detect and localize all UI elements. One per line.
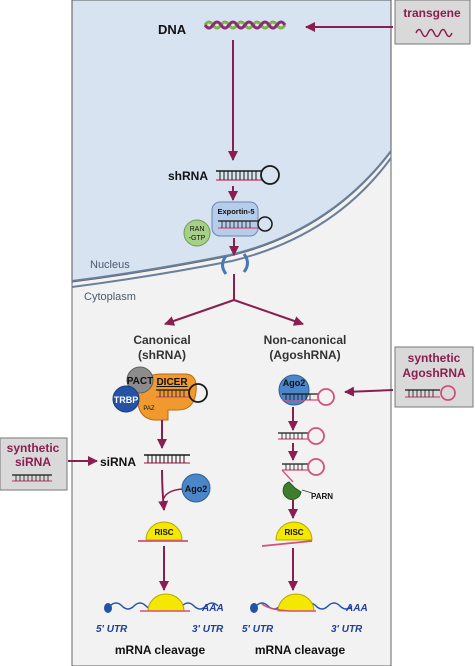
trbp-label: TRBP xyxy=(114,395,139,405)
risc-right: RISC xyxy=(261,521,313,547)
noncanonical-title-line2: (AgoshRNA) xyxy=(269,348,340,362)
arrow-to-canonical xyxy=(164,299,235,326)
ago2-right-protein xyxy=(278,374,310,406)
ago2-agoshrna-complex: Ago2 xyxy=(278,374,335,406)
arrow-to-noncanonical xyxy=(233,299,304,326)
mrna-cleavage-left: 5' UTR 3' UTR AAA mRNA cleavage xyxy=(96,593,224,657)
dicer-complex: PACT DICER TRBP PAZ xyxy=(112,366,208,421)
mrna-cleavage-right: 5' UTR 3' UTR AAA mRNA cleavage xyxy=(242,593,368,657)
cytoplasm-label: Cytoplasm xyxy=(84,291,136,303)
risc-left: RISC xyxy=(138,521,188,542)
ago2-right-label: Ago2 xyxy=(283,378,306,388)
trbp-protein xyxy=(112,385,140,413)
synthetic-agoshrna-label-line1: synthetic xyxy=(408,351,461,365)
nuclear-envelope-inner xyxy=(71,157,392,288)
shrna-hairpin-icon xyxy=(216,165,280,185)
nucleus-label: Nucleus xyxy=(90,259,130,271)
dna-label: DNA xyxy=(158,22,187,37)
ago2-join-curve xyxy=(162,488,184,501)
ran-label-line2: -GTP xyxy=(189,235,206,242)
ran-label-line1: RAN xyxy=(190,226,205,233)
synthetic-agoshrna-box: synthetic AgoshRNA xyxy=(394,346,474,408)
utr5-left-label: 5' UTR xyxy=(96,624,128,635)
synthetic-sirna-box: synthetic siRNA xyxy=(0,437,68,491)
aaa-left-label: AAA xyxy=(201,603,224,614)
transgene-label: transgene xyxy=(403,6,461,20)
canonical-title-line2: (shRNA) xyxy=(138,348,186,362)
arrow-synthetic-agoshrna xyxy=(344,386,394,397)
shrna-label: shRNA xyxy=(168,169,208,183)
exportin-complex: Exportin-5 RAN -GTP xyxy=(183,201,273,247)
exportin-label: Exportin-5 xyxy=(217,207,254,216)
agoshrna-intermediate-2 xyxy=(281,458,325,483)
canonical-title-line1: Canonical xyxy=(133,333,190,347)
synthetic-agoshrna-label-line2: AgoshRNA xyxy=(402,366,466,380)
synthetic-sirna-label-line1: synthetic xyxy=(7,441,60,455)
ago2-left-label: Ago2 xyxy=(185,484,208,494)
utr5-right-label: 5' UTR xyxy=(242,624,274,635)
transgene-coil-icon xyxy=(415,28,453,38)
dicer-label: DICER xyxy=(156,377,188,388)
paz-label: PAZ xyxy=(143,406,155,412)
pact-label: PACT xyxy=(127,376,153,387)
risc-right-label: RISC xyxy=(284,528,303,537)
aaa-right-label: AAA xyxy=(345,603,368,614)
dna-helix-icon xyxy=(203,20,287,30)
transgene-box: transgene xyxy=(394,0,471,45)
ran-gtp-protein xyxy=(183,219,211,247)
mrna-cap-right xyxy=(250,603,258,613)
cleavage-right-label: mRNA cleavage xyxy=(255,643,346,657)
parn-enzyme: PARN xyxy=(282,481,333,501)
parn-label: PARN xyxy=(311,492,333,501)
synthetic-sirna-label-line2: siRNA xyxy=(15,455,51,469)
agoshrna-intermediate-1 xyxy=(278,427,325,445)
ago2-left-protein xyxy=(181,473,211,503)
arrow-sirna-to-risc xyxy=(158,469,169,511)
noncanonical-title-line1: Non-canonical xyxy=(264,333,347,347)
cleavage-left-label: mRNA cleavage xyxy=(115,643,206,657)
utr3-right-label: 3' UTR xyxy=(331,624,363,635)
utr3-left-label: 3' UTR xyxy=(192,624,224,635)
mrna-cap-left xyxy=(104,603,112,613)
sirna-label: siRNA xyxy=(100,455,136,469)
pact-protein xyxy=(126,366,154,394)
sirna-duplex-icon xyxy=(144,454,190,464)
risc-left-label: RISC xyxy=(154,528,173,537)
nuclear-pore-icon xyxy=(221,253,249,275)
